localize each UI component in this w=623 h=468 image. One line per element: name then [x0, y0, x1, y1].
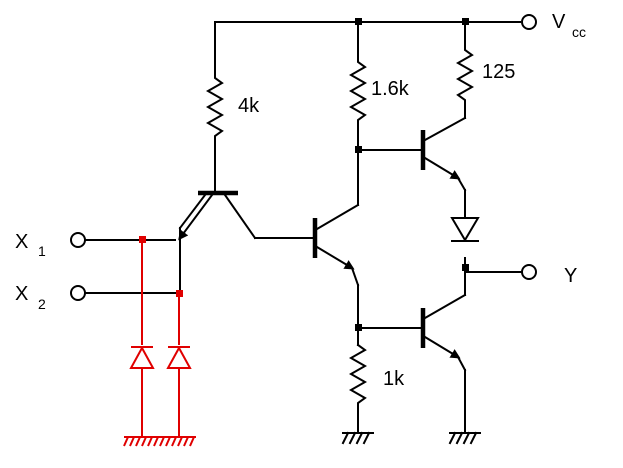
output-node — [464, 264, 537, 280]
resistor-4k — [205, 21, 225, 193]
resistor-1-6k-label: 1.6k — [371, 78, 410, 100]
ground-output — [448, 431, 481, 445]
resistor-1-6k — [348, 21, 422, 206]
output-label: Y — [564, 265, 577, 287]
resistor-1k — [348, 343, 368, 433]
ground-clamp — [123, 436, 196, 447]
ground-1k — [341, 431, 374, 445]
x1-subscript: 1 — [38, 243, 46, 259]
vcc-terminal — [521, 14, 537, 30]
resistor-1k-label: 1k — [383, 368, 405, 390]
phase-splitter-transistor — [312, 203, 360, 270]
x1-label: X — [15, 231, 28, 253]
series-diode — [450, 217, 480, 296]
x2-terminal — [70, 285, 86, 301]
junction-dot — [139, 236, 146, 243]
vcc-label: V — [552, 11, 566, 33]
resistor-125 — [455, 21, 475, 119]
resistor-4k-label: 4k — [238, 95, 260, 117]
output-terminal — [521, 264, 537, 280]
x2-subscript: 2 — [38, 296, 46, 312]
input-x1 — [70, 232, 176, 248]
lower-output-transistor — [420, 293, 467, 433]
vcc-rail — [214, 14, 537, 30]
vcc-subscript: cc — [572, 24, 586, 40]
clamp-diode-x1 — [129, 236, 155, 437]
clamp-diode-x2 — [166, 290, 192, 437]
upper-output-transistor — [420, 116, 467, 219]
x2-label: X — [15, 283, 28, 305]
input-transistor — [178, 190, 315, 241]
splitter-emitter-net — [350, 266, 422, 346]
resistor-125-label: 125 — [482, 61, 515, 83]
input-x2 — [70, 227, 181, 301]
x1-terminal — [70, 232, 86, 248]
